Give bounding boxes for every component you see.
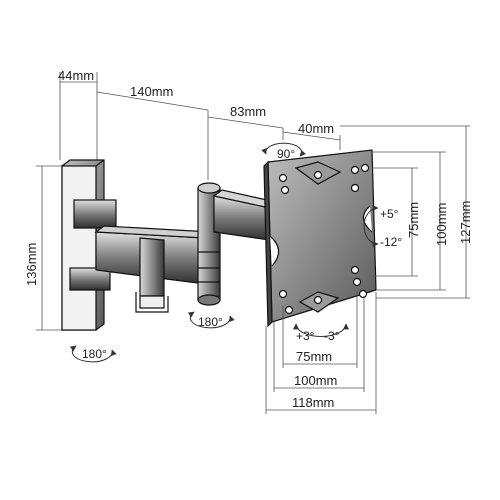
swivel-wall-indicator xyxy=(69,345,117,363)
tilt-up-angle: +5° xyxy=(380,207,399,221)
vesa-h-118-label: 118mm xyxy=(292,395,334,410)
height-label: 136mm xyxy=(24,243,39,286)
arm-length-label: 140mm xyxy=(130,84,173,99)
vesa-h-100-label: 100mm xyxy=(294,373,337,388)
arm-second-label: 83mm xyxy=(230,104,266,119)
wall-plate xyxy=(61,159,117,331)
swivel-head-indicator xyxy=(261,142,306,157)
roll-plus-angle: +3° xyxy=(296,329,315,343)
vesa-v-100-label: 100mm xyxy=(434,203,449,246)
vesa-v-127-label: 127mm xyxy=(458,201,473,244)
vesa-v-75-label: 75mm xyxy=(406,202,421,238)
vesa-head-plate xyxy=(263,149,377,328)
roll-minus-angle: -3° xyxy=(324,329,340,343)
head-offset-label: 40mm xyxy=(298,121,334,136)
vesa-vertical-dimensions xyxy=(340,125,470,299)
swivel-arm-indicator xyxy=(187,311,235,329)
swivel-wall-angle: 180° xyxy=(82,347,107,361)
vesa-h-75-label: 75mm xyxy=(296,349,332,364)
vesa-horizontal-dimensions xyxy=(265,292,377,414)
tilt-indicator xyxy=(363,205,379,247)
roll-indicator xyxy=(293,323,349,337)
swivel-arm-angle: 180° xyxy=(198,315,223,329)
articulating-arm xyxy=(94,182,278,313)
top-dimension-lines xyxy=(59,72,341,180)
swivel-head-angle: 90° xyxy=(277,147,295,161)
height-dimension xyxy=(36,165,62,331)
tilt-down-angle: -12° xyxy=(380,235,402,249)
wall-plate-depth-label: 44mm xyxy=(58,68,94,83)
